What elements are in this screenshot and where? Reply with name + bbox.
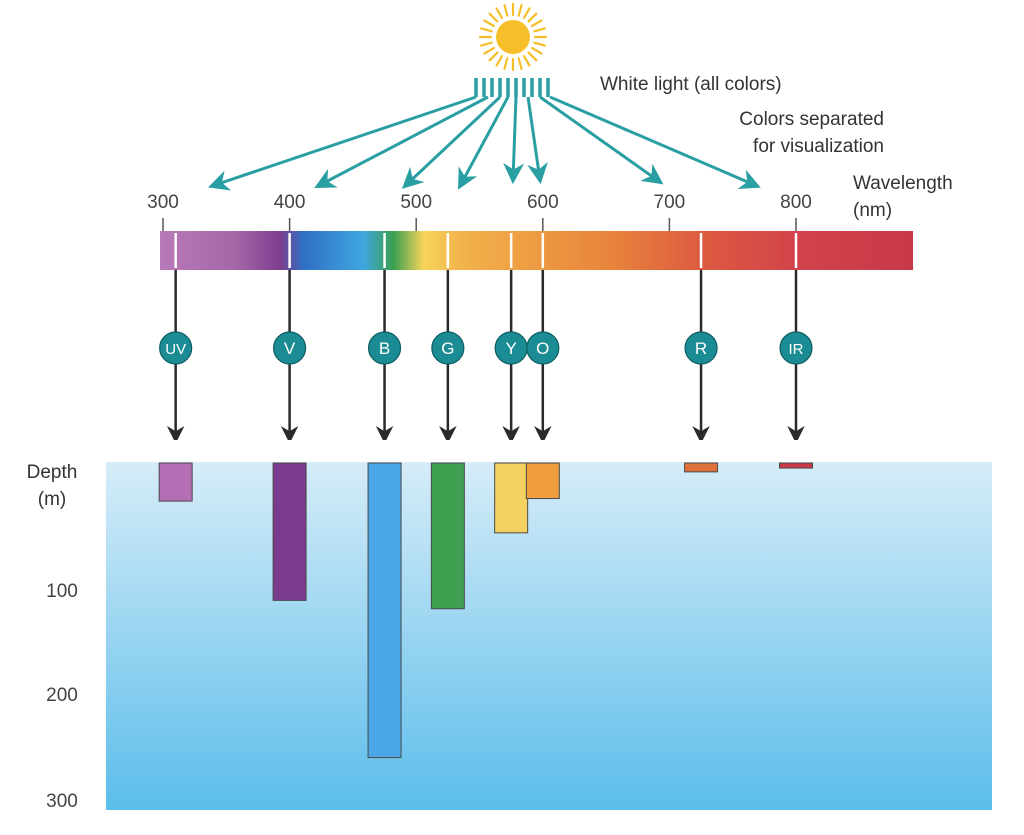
sun-ray (522, 54, 531, 67)
white-light-ray (401, 95, 502, 189)
white-light-label: White light (all colors) (600, 74, 782, 95)
band-badge-label: R (695, 339, 707, 358)
sun-ray (483, 46, 496, 55)
sun-ray (527, 12, 538, 23)
sun-ray (483, 19, 496, 28)
spectrum-bar (160, 231, 913, 270)
band-badge-uv: UV (159, 331, 193, 365)
depth-bar-o (525, 462, 560, 500)
sun-ray (530, 46, 543, 55)
white-light-ray (526, 96, 548, 185)
depth-unit-label: (m) (38, 489, 66, 510)
wavelength-tick-label: 400 (274, 192, 306, 213)
sun-ray (503, 57, 509, 70)
wavelength-tick-label: 300 (147, 192, 179, 213)
depth-tick-label: 100 (46, 581, 78, 602)
band-badge-circle (779, 331, 813, 365)
depth-bars (158, 462, 813, 759)
depth-bar-ir (779, 462, 813, 469)
band-badge-label: O (536, 339, 549, 358)
depth-bar-y (494, 462, 529, 534)
white-light-ray (314, 95, 489, 188)
white-light-ray (549, 95, 761, 190)
wavelength-tick-label: 500 (400, 192, 432, 213)
band-badge-g: G (431, 331, 465, 365)
depth-bar-g (430, 462, 465, 610)
band-badge-circle (526, 331, 560, 365)
depth-bar-uv (158, 462, 193, 502)
band-badge-v: V (273, 331, 307, 365)
wavelength-unit-label: (nm) (853, 200, 892, 221)
sun-icon (478, 2, 548, 72)
sun-ray (533, 41, 546, 47)
sun-ray (517, 57, 523, 70)
band-badge-label: IR (789, 341, 804, 358)
band-badge-circle (684, 331, 718, 365)
white-light-ray (503, 96, 525, 185)
depth-tick-label: 300 (46, 791, 78, 812)
water-body (106, 462, 992, 810)
white-light-ray (208, 95, 477, 191)
sun-ray (488, 51, 499, 62)
band-badge-circle (431, 331, 465, 365)
sun-ray (495, 7, 504, 20)
sun-ray (480, 41, 493, 47)
band-badge-label: UV (165, 341, 186, 358)
band-badge-b: B (367, 331, 402, 365)
band-badge-o: O (526, 331, 560, 365)
band-badge-y: Y (494, 331, 528, 365)
band-arrows: UV V B G Y O R IR (159, 270, 813, 444)
band-badge-circle (159, 331, 193, 365)
wavelength-label: Wavelength (853, 173, 953, 194)
band-badge-label: B (379, 339, 390, 358)
white-light-ray (458, 96, 510, 190)
sun-ray (480, 27, 493, 33)
band-badge-ir: IR (779, 331, 813, 365)
colors-separated-label-line1: Colors separated (739, 109, 884, 130)
band-badge-label: V (284, 339, 296, 358)
wavelength-tick-label: 700 (654, 192, 686, 213)
water-column (106, 440, 994, 810)
white-light-ray (539, 95, 664, 185)
sun-ray (503, 4, 509, 17)
wavelength-tick-label: 600 (527, 192, 559, 213)
sun-ray (488, 12, 499, 23)
sun-ray (530, 19, 543, 28)
sun-ray (517, 4, 523, 17)
sun-ray (495, 54, 504, 67)
wavelength-axis: 300 400 500 600 700 800 (147, 192, 812, 231)
depth-bar-b (367, 462, 402, 759)
depth-bar-r (684, 462, 719, 473)
sun-ray (527, 51, 538, 62)
band-badge-label: Y (505, 339, 516, 358)
wavelength-tick-label: 800 (780, 192, 812, 213)
colors-separated-label-line2: for visualization (753, 136, 884, 157)
depth-tick-label: 200 (46, 685, 78, 706)
depth-axis: 100 200 300 (46, 581, 78, 812)
depth-bar-v (272, 462, 307, 601)
water-surface-waves (106, 440, 994, 459)
band-badge-r: R (684, 331, 718, 365)
band-badge-label: G (441, 339, 454, 358)
sun-ray (533, 27, 546, 33)
spectrum-markers (174, 233, 798, 268)
sun-ray (522, 7, 531, 20)
light-rays (208, 78, 761, 191)
sun-disc (496, 20, 530, 54)
band-badge-circle (273, 331, 307, 365)
band-badge-circle (367, 331, 402, 365)
depth-label: Depth (27, 462, 78, 483)
